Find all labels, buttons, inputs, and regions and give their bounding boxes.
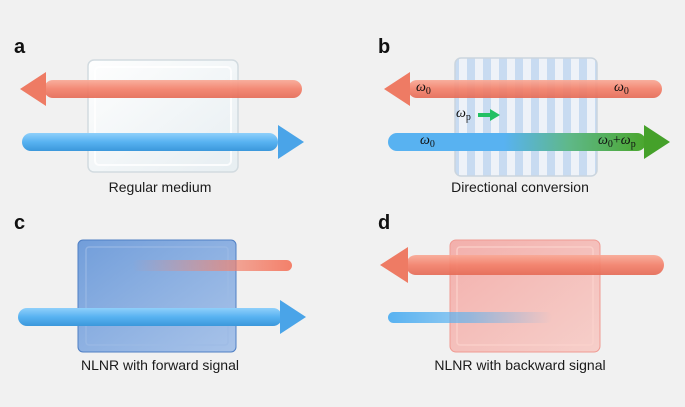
backward-beam-b [384,72,662,106]
panel-letter-d: d [378,212,391,234]
panel-d [380,239,664,353]
caption-b: Directional conversion [451,179,589,195]
label-omega0-plus-omegap: ω0+ωp [598,133,636,150]
backward-beam-d [380,247,664,283]
panel-c [18,239,306,353]
label-omega-pump: ωp [456,106,471,123]
pump-arrow-icon [478,109,500,121]
backward-beam-a [20,72,302,106]
forward-beam-c [18,300,306,334]
label-omega0-forward: ω0 [420,133,435,150]
panel-letter-c: c [14,212,26,234]
caption-d: NLNR with backward signal [434,357,606,373]
panel-letter-b: b [378,36,391,58]
label-omega0-backward-right: ω0 [614,80,629,97]
panel-b [384,57,670,177]
label-omega0-backward-left: ω0 [416,80,431,97]
glass-medium-a [87,59,239,173]
forward-beam-b [388,125,670,159]
panel-a [20,59,304,173]
faded-forward-beam-d [388,312,552,323]
forward-beam-a [22,125,304,159]
faded-backward-beam-c [132,260,292,271]
caption-a: Regular medium [108,179,212,195]
panel-letter-a: a [14,36,26,58]
caption-c: NLNR with forward signal [81,357,239,373]
nonreciprocal-medium-c [77,239,237,353]
modulated-medium-b [454,57,598,177]
